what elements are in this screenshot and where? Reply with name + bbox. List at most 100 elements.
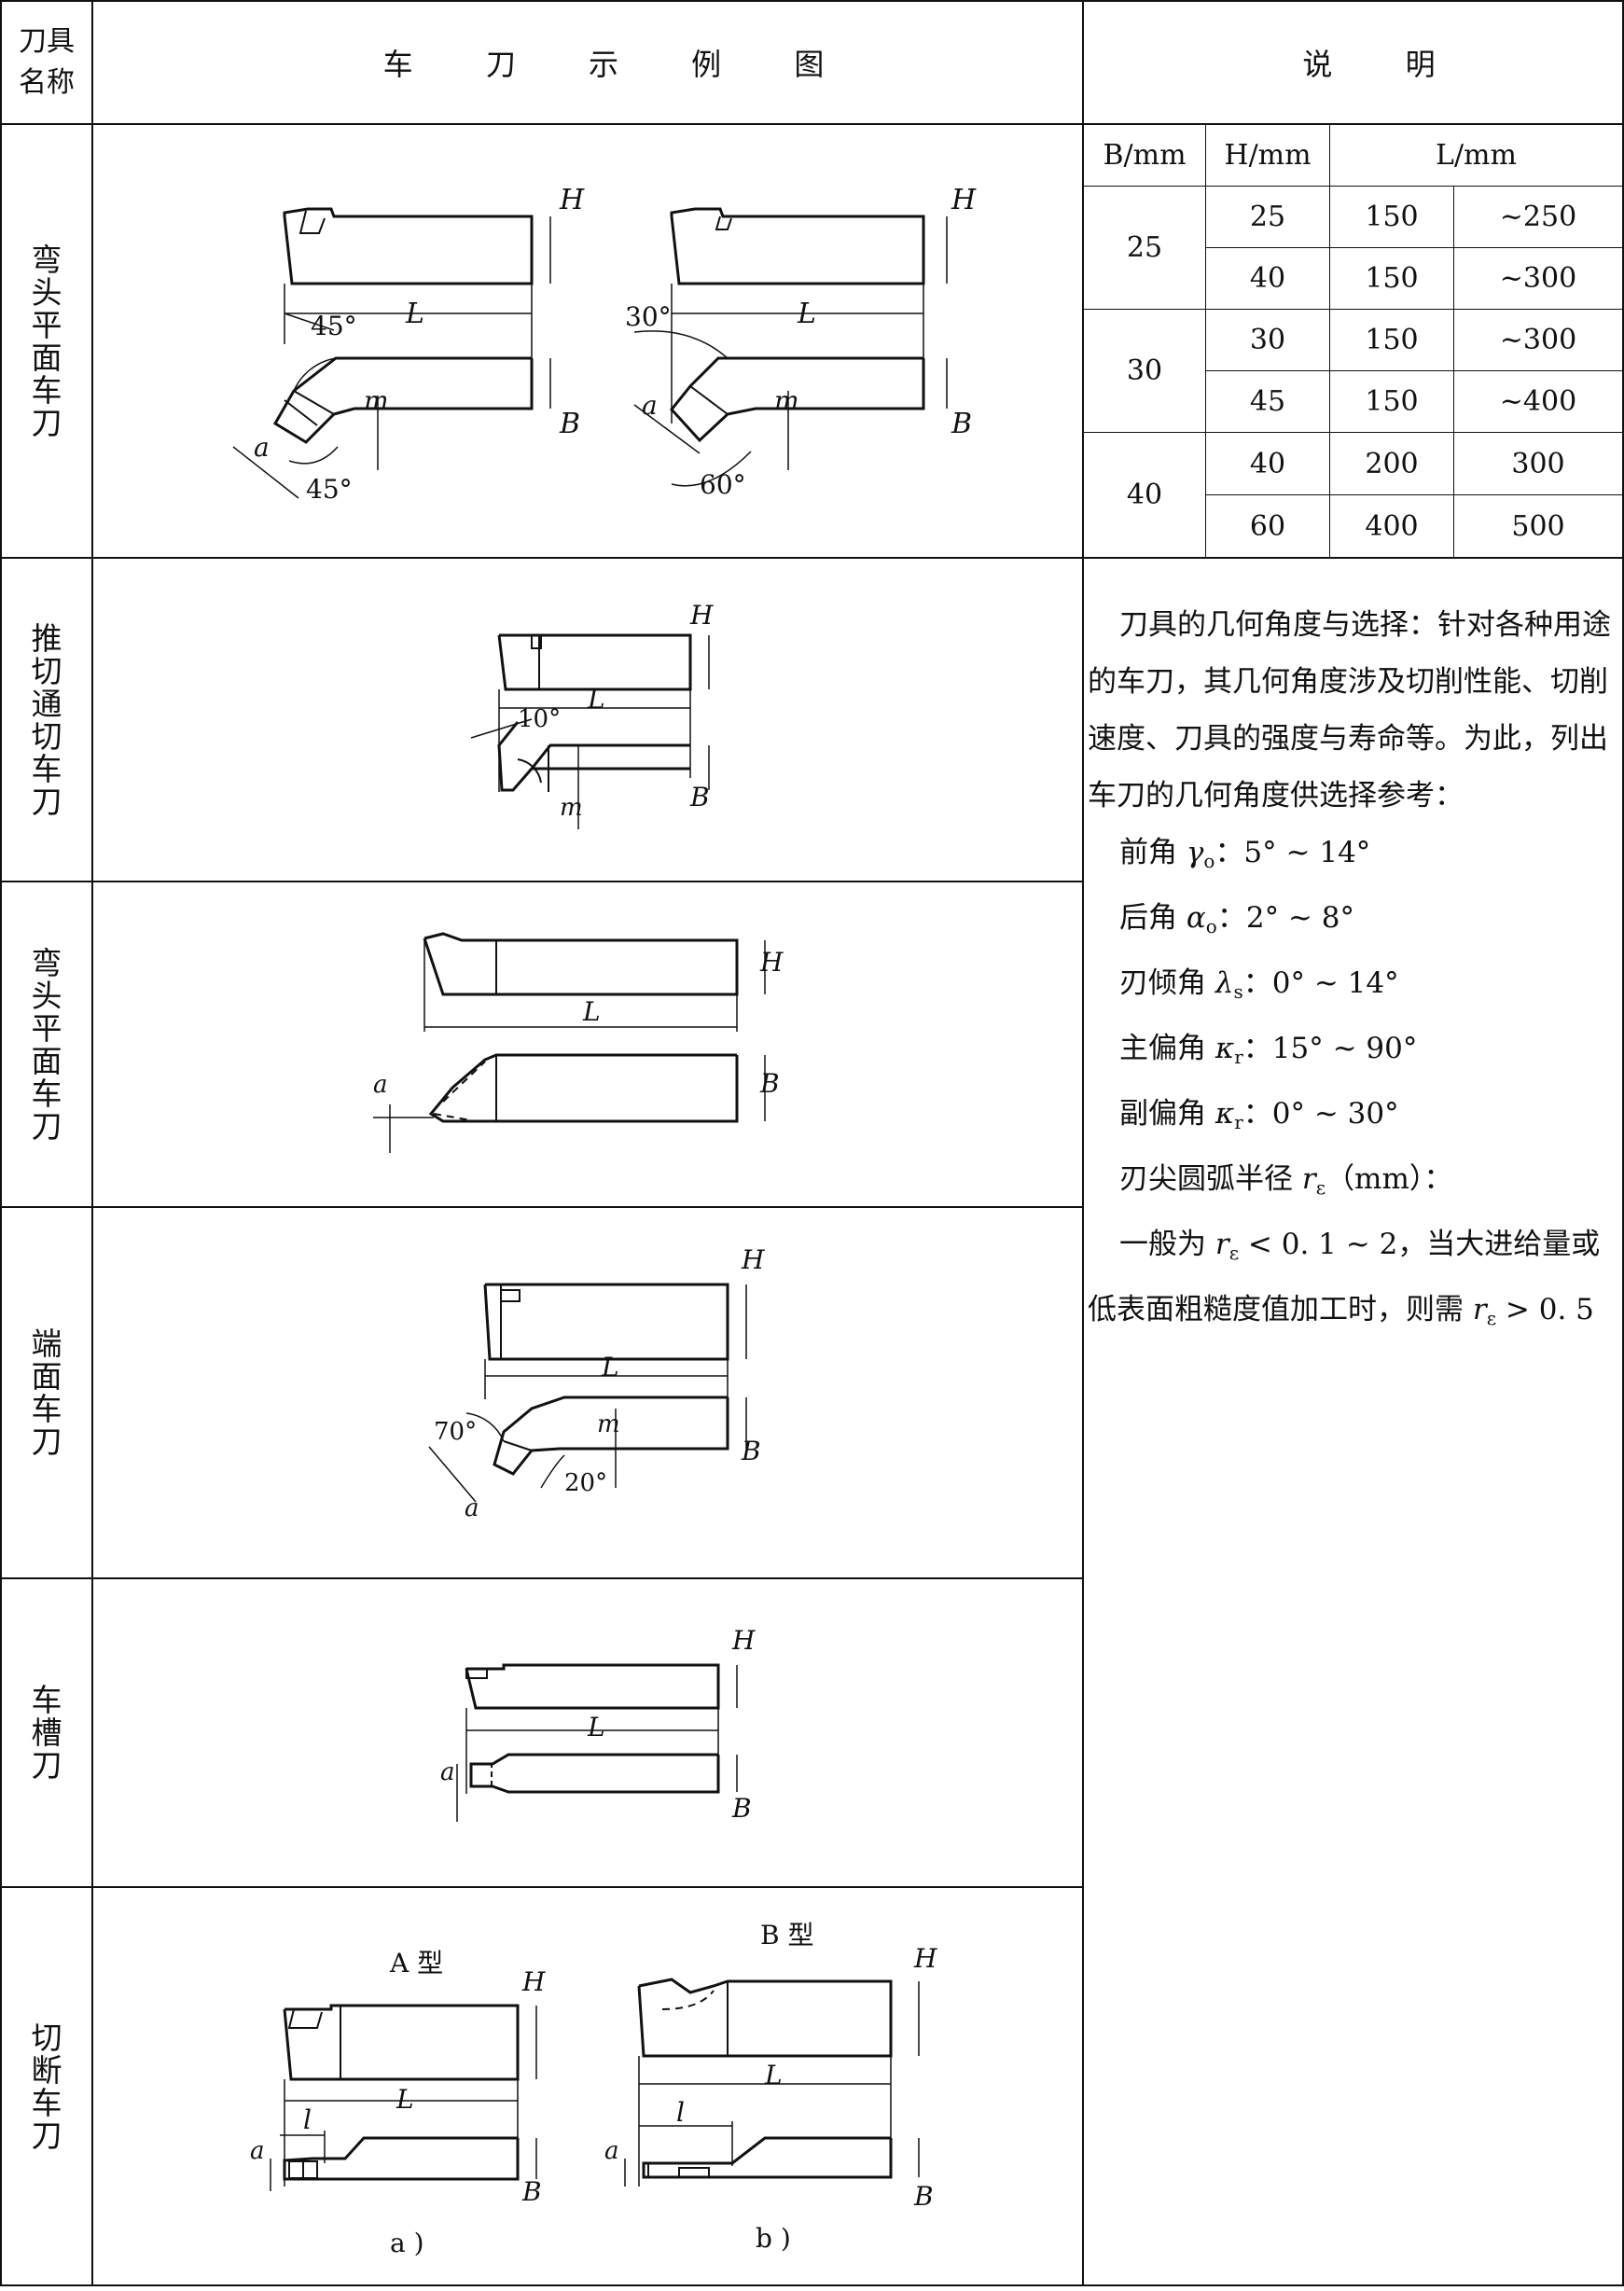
table-cell: 300 xyxy=(1511,447,1565,480)
label-B: B xyxy=(741,1436,761,1466)
col-header-b: B/mm xyxy=(1103,139,1187,172)
rule-left xyxy=(0,0,2,2286)
figure-bent-facing-tool-single: L H B a xyxy=(373,932,784,1153)
label-m: m xyxy=(364,385,389,416)
description-intro: 刀具的几何角度与选择：针对各种用途的车刀，其几何角度涉及切削性能、切削速度、刀具… xyxy=(1088,608,1611,812)
row4-name-text: 端面车刀 xyxy=(31,1326,62,1460)
rule-row4-bottom xyxy=(0,1577,1082,1579)
rule-top xyxy=(0,0,1624,2)
rule-row1-bottom xyxy=(0,557,1624,559)
label-m: m xyxy=(560,794,583,822)
label-B: B xyxy=(689,782,710,812)
group1-b: 25 xyxy=(1126,231,1163,264)
table-cell: ~250 xyxy=(1499,201,1577,233)
row5-name-text: 车槽刀 xyxy=(31,1682,62,1784)
label-L: L xyxy=(582,996,601,1027)
label-H: H xyxy=(913,1943,937,1974)
label-H: H xyxy=(951,184,977,216)
header-tool-name-text: 刀具名称 xyxy=(19,25,75,99)
parting-tool-type-a: A 型 l L H B a a ) xyxy=(250,1948,546,2258)
row1-name-text: 弯头平面车刀 xyxy=(31,241,62,441)
label-a: a xyxy=(440,1758,455,1786)
label-m: m xyxy=(774,385,799,416)
label-type-a: A 型 xyxy=(389,1948,443,1979)
inclination-angle-line: 刃倾角 λs：0° ~ 14° xyxy=(1119,966,1399,1003)
row1-tool-name: 弯头平面车刀 xyxy=(2,125,91,557)
label-L: L xyxy=(396,2084,414,2115)
label-20: 20° xyxy=(564,1469,607,1497)
row3-tool-name: 弯头平面车刀 xyxy=(2,882,91,1206)
table-cell: 500 xyxy=(1511,509,1565,543)
label-H: H xyxy=(759,947,784,978)
label-B: B xyxy=(521,2176,542,2207)
label-fig-a: a ) xyxy=(390,2228,424,2258)
label-30: 30° xyxy=(625,301,672,332)
table-row: 40 xyxy=(1249,447,1286,480)
label-10: 10° xyxy=(518,705,561,733)
row5-tool-name: 车槽刀 xyxy=(2,1579,91,1886)
label-fig-b: b ) xyxy=(756,2223,791,2254)
table-cell: 400 xyxy=(1365,509,1419,543)
label-H: H xyxy=(689,600,714,631)
rule-row5-bottom xyxy=(0,1886,1082,1888)
rule-row3-bottom xyxy=(0,1206,1082,1208)
minor-cutting-angle-line: 副偏角 κr：0° ~ 30° xyxy=(1119,1097,1399,1133)
label-a: a xyxy=(250,2137,265,2165)
table-cell: 150 xyxy=(1365,262,1419,295)
group2-b: 30 xyxy=(1126,354,1163,387)
row4-tool-name: 端面车刀 xyxy=(2,1208,91,1577)
parting-tool-type-b: B 型 l L H B a b ) xyxy=(604,1920,937,2254)
label-B: B xyxy=(951,408,972,440)
label-L: L xyxy=(587,1712,605,1743)
label-70: 70° xyxy=(434,1418,477,1446)
row2-name-text: 推切通切车刀 xyxy=(31,619,62,820)
tool-sketch-left: 45° 45° L H B m a xyxy=(232,184,585,505)
table-cell: 150 xyxy=(1365,201,1419,233)
table-cell: 200 xyxy=(1365,447,1419,480)
table-cell: 150 xyxy=(1365,385,1419,418)
nose-radius-line: 刃尖圆弧半径 rε（mm）： xyxy=(1119,1162,1453,1199)
label-L: L xyxy=(587,684,605,715)
label-a: a xyxy=(642,390,658,421)
label-H: H xyxy=(731,1625,756,1656)
label-B: B xyxy=(913,2181,934,2212)
label-45-top: 45° xyxy=(311,311,357,341)
header-figure: 车 刀 示 例 图 xyxy=(382,47,856,82)
tool-sketch-right: 30° 60° L H B m a xyxy=(625,184,977,500)
header-tool-name: 刀具名称 xyxy=(2,2,91,123)
label-H: H xyxy=(741,1244,765,1275)
label-60: 60° xyxy=(700,469,746,500)
figure-parting-tool: A 型 l L H B a a ) B 型 xyxy=(250,1920,937,2258)
table-cell: ~400 xyxy=(1499,385,1577,418)
rule-col1 xyxy=(91,0,93,2286)
label-a: a xyxy=(604,2137,619,2165)
figure-end-face-tool: 70° 20° L H B m a xyxy=(428,1244,765,1522)
row6-tool-name: 切断车刀 xyxy=(2,1888,91,2284)
general-radius-line: 一般为 rε < 0. 1 ~ 2，当大进给量或低表面粗糙度值加工时，则需 rε… xyxy=(1088,1228,1601,1329)
rule-row2-bottom xyxy=(0,881,1082,882)
rule-bottom xyxy=(0,2284,1624,2286)
label-L: L xyxy=(405,298,424,330)
group3-b: 40 xyxy=(1126,479,1163,511)
table-cell: ~300 xyxy=(1499,262,1577,295)
label-a: a xyxy=(465,1494,479,1522)
rule-col2 xyxy=(1082,0,1084,2286)
label-type-b: B 型 xyxy=(760,1920,813,1951)
table-row: 25 xyxy=(1249,201,1286,233)
table-cell: ~300 xyxy=(1499,324,1577,356)
table-cell: 150 xyxy=(1365,324,1419,356)
col-header-h: H/mm xyxy=(1224,139,1312,172)
label-B: B xyxy=(759,1068,780,1099)
label-H: H xyxy=(559,184,585,216)
label-l: l xyxy=(303,2104,312,2135)
label-B: B xyxy=(559,408,580,440)
figure-grooving-tool: L H B a xyxy=(440,1625,756,1824)
rule-right xyxy=(1622,0,1624,2286)
label-L: L xyxy=(764,2060,783,2090)
label-a: a xyxy=(373,1071,388,1099)
table-row: 60 xyxy=(1249,509,1286,543)
label-B: B xyxy=(731,1793,752,1824)
label-m: m xyxy=(597,1410,620,1438)
main-cutting-angle-line: 主偏角 κr：15° ~ 90° xyxy=(1119,1032,1418,1068)
